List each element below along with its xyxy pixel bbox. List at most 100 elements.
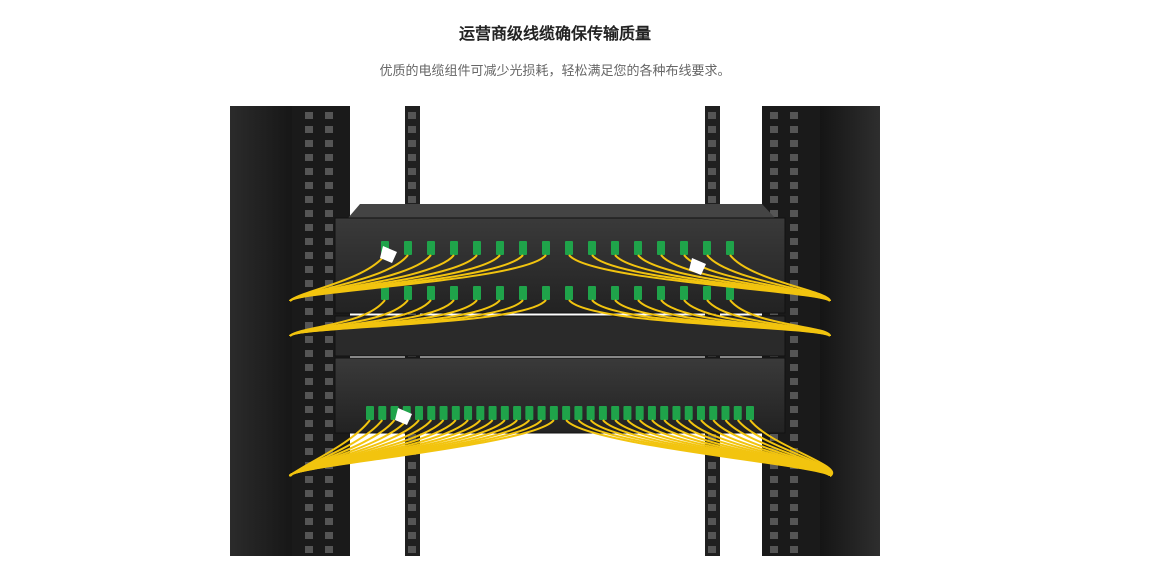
rail-hole — [325, 532, 333, 539]
rail-hole — [770, 168, 778, 175]
fiber-connector — [696, 406, 705, 420]
rail-hole — [408, 182, 416, 189]
rail-hole — [325, 210, 333, 217]
fiber-connector — [634, 286, 642, 300]
fiber-connector — [473, 286, 481, 300]
fiber-connectors — [366, 241, 754, 420]
patch-cord — [289, 254, 547, 302]
rail-hole — [790, 224, 798, 231]
rail-hole — [790, 182, 798, 189]
rail-hole — [408, 490, 416, 497]
rail-hole — [790, 112, 798, 119]
rail-hole — [305, 154, 313, 161]
rail-hole — [790, 126, 798, 133]
rail-hole — [408, 196, 416, 203]
rail-hole — [790, 266, 798, 273]
patch-cord — [729, 254, 831, 302]
patch-panel-2 — [334, 357, 786, 434]
rail-hole — [325, 364, 333, 371]
rail-hole — [325, 378, 333, 385]
rail-hole — [708, 182, 716, 189]
rail-hole — [770, 112, 778, 119]
rail-hole — [305, 336, 313, 343]
rail-hole — [770, 504, 778, 511]
rail-hole — [708, 518, 716, 525]
fiber-connector — [542, 286, 550, 300]
rail-hole — [790, 140, 798, 147]
rail-hole — [305, 280, 313, 287]
rail-hole — [708, 434, 716, 441]
rail-hole — [708, 462, 716, 469]
rail-hole — [325, 406, 333, 413]
fiber-connector — [381, 286, 389, 300]
fiber-connector — [634, 241, 642, 255]
section-title: 运营商级线缆确保传输质量 — [458, 24, 651, 43]
fiber-connector — [473, 241, 481, 255]
fiber-connector — [476, 406, 485, 420]
fiber-connector — [500, 406, 509, 420]
patch-cord — [288, 419, 555, 477]
fiber-connector — [464, 406, 473, 420]
fiber-connector — [451, 406, 460, 420]
rail-hole — [305, 532, 313, 539]
rail-hole — [305, 112, 313, 119]
fiber-connector — [404, 286, 412, 300]
rail-hole — [305, 308, 313, 315]
fiber-connector — [726, 286, 734, 300]
rail-hole — [770, 546, 778, 553]
rail-hole — [790, 476, 798, 483]
rail-hole — [770, 182, 778, 189]
rail-hole — [305, 504, 313, 511]
rail-hole — [325, 350, 333, 357]
rack-side-right — [818, 106, 880, 556]
rail-hole — [305, 126, 313, 133]
rail-hole — [325, 252, 333, 259]
rail-hole — [708, 546, 716, 553]
rail-hole — [325, 476, 333, 483]
rail-hole — [305, 476, 313, 483]
fiber-connector — [611, 406, 620, 420]
rail-hole — [408, 518, 416, 525]
fiber-connector — [427, 286, 435, 300]
rail-hole — [770, 140, 778, 147]
rail-hole — [325, 154, 333, 161]
fiber-connector — [415, 406, 424, 420]
rail-hole — [770, 490, 778, 497]
rail-hole — [770, 518, 778, 525]
fiber-connector — [598, 406, 607, 420]
rail-hole — [790, 546, 798, 553]
rail-hole — [790, 406, 798, 413]
rail-hole — [770, 126, 778, 133]
rack-side-left — [230, 106, 300, 556]
fiber-connector — [635, 406, 644, 420]
rail-hole — [305, 518, 313, 525]
rail-hole — [708, 154, 716, 161]
fiber-connector — [488, 406, 497, 420]
rail-hole — [790, 238, 798, 245]
rail-hole — [790, 154, 798, 161]
rail-hole — [325, 112, 333, 119]
fiber-connector — [427, 241, 435, 255]
fiber-connector — [519, 241, 527, 255]
rail-hole — [790, 350, 798, 357]
fiber-connector — [703, 286, 711, 300]
rail-hole — [305, 420, 313, 427]
fiber-connector — [404, 241, 412, 255]
rail-hole — [790, 532, 798, 539]
rail-hole — [325, 336, 333, 343]
rail-hole — [305, 196, 313, 203]
rail-hole — [770, 434, 778, 441]
fiber-connector — [450, 241, 458, 255]
rail-hole — [708, 126, 716, 133]
patch-cord — [289, 299, 547, 337]
fiber-connector — [588, 241, 596, 255]
rail-hole — [305, 210, 313, 217]
rail-hole — [305, 546, 313, 553]
fiber-connector — [709, 406, 718, 420]
rail-hole — [408, 112, 416, 119]
rail-hole — [408, 168, 416, 175]
rack-illustration — [230, 106, 880, 556]
fiber-connector — [623, 406, 632, 420]
rail-hole — [408, 546, 416, 553]
